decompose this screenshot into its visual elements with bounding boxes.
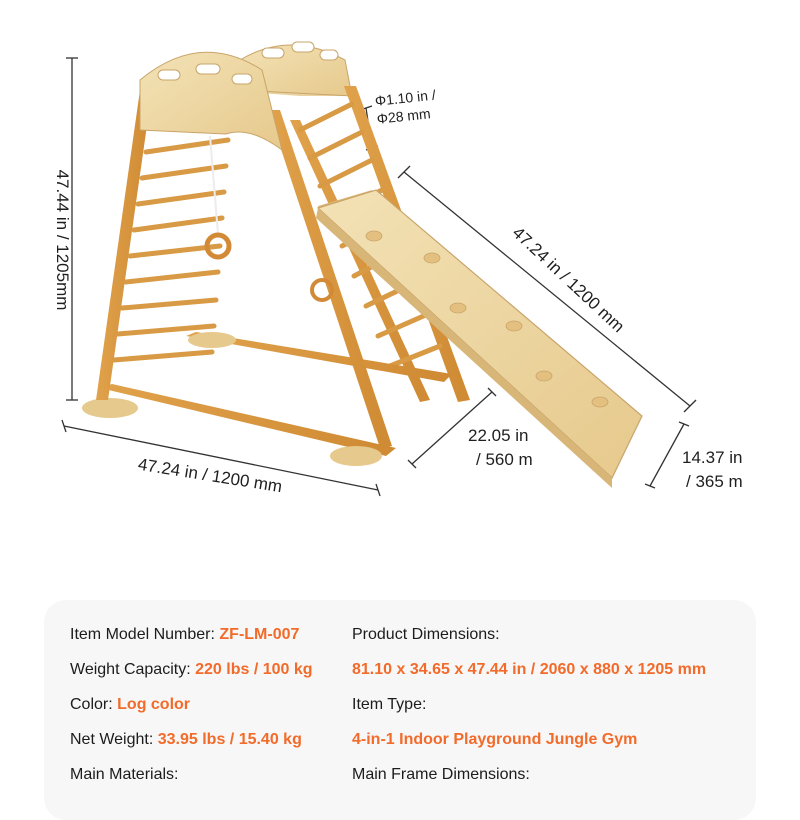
spec-materials: Main Materials: xyxy=(70,764,178,786)
spec-product-dim-value: 81.10 x 34.65 x 47.44 in / 2060 x 880 x … xyxy=(352,661,707,678)
product-illustration xyxy=(61,41,697,497)
spec-product-dim: Product Dimensions: xyxy=(352,624,500,646)
height-dimension-label: 47.44 in / 1205mm xyxy=(53,169,72,311)
spec-frame-dim-label: Main Frame Dimensions: xyxy=(352,766,530,783)
depth-line-2: / 560 m xyxy=(476,450,533,469)
spec-materials-label: Main Materials: xyxy=(70,766,179,783)
front-ladder-rungs xyxy=(111,137,231,363)
spec-card xyxy=(44,600,756,820)
gym-ring xyxy=(204,135,334,302)
depth-dimension-label: 22.05 in / 560 m xyxy=(468,424,533,472)
spec-item-type-label: Item Type: xyxy=(352,696,427,713)
spec-capacity-label: Weight Capacity: xyxy=(70,661,191,678)
spec-color: Color: Log color xyxy=(70,694,190,716)
spec-net-weight: Net Weight: 33.95 lbs / 15.40 kg xyxy=(70,729,302,751)
spec-item-type: Item Type: xyxy=(352,694,426,716)
base-frame xyxy=(82,332,452,466)
spec-net-weight-label: Net Weight: xyxy=(70,731,154,748)
spec-product-dim-label: Product Dimensions: xyxy=(352,626,500,643)
front-frame xyxy=(96,51,392,448)
spec-product-dim-value-row: 81.10 x 34.65 x 47.44 in / 2060 x 880 x … xyxy=(352,659,706,681)
spec-frame-dim: Main Frame Dimensions: xyxy=(352,764,530,786)
slide-width-line-2: / 365 m xyxy=(686,472,743,491)
rung-diameter-label: Φ1.10 in / Φ28 mm xyxy=(374,86,438,128)
slide xyxy=(316,189,643,488)
spec-net-weight-value: 33.95 lbs / 15.40 kg xyxy=(157,731,302,748)
spec-item-type-value: 4-in-1 Indoor Playground Jungle Gym xyxy=(352,731,638,748)
spec-capacity: Weight Capacity: 220 lbs / 100 kg xyxy=(70,659,313,681)
slide-width-dimension-label: 14.37 in / 365 m xyxy=(682,446,743,494)
spec-model: Item Model Number: ZF-LM-007 xyxy=(70,624,299,646)
spec-item-type-value-row: 4-in-1 Indoor Playground Jungle Gym xyxy=(352,729,637,751)
spec-model-label: Item Model Number: xyxy=(70,626,215,643)
dimension-lines xyxy=(61,57,697,497)
depth-line-1: 22.05 in xyxy=(468,426,529,445)
spec-color-label: Color: xyxy=(70,696,113,713)
slide-width-line-1: 14.37 in xyxy=(682,448,743,467)
spec-capacity-value: 220 lbs / 100 kg xyxy=(195,661,313,678)
spec-color-value: Log color xyxy=(117,696,191,713)
spec-model-value: ZF-LM-007 xyxy=(219,626,300,643)
